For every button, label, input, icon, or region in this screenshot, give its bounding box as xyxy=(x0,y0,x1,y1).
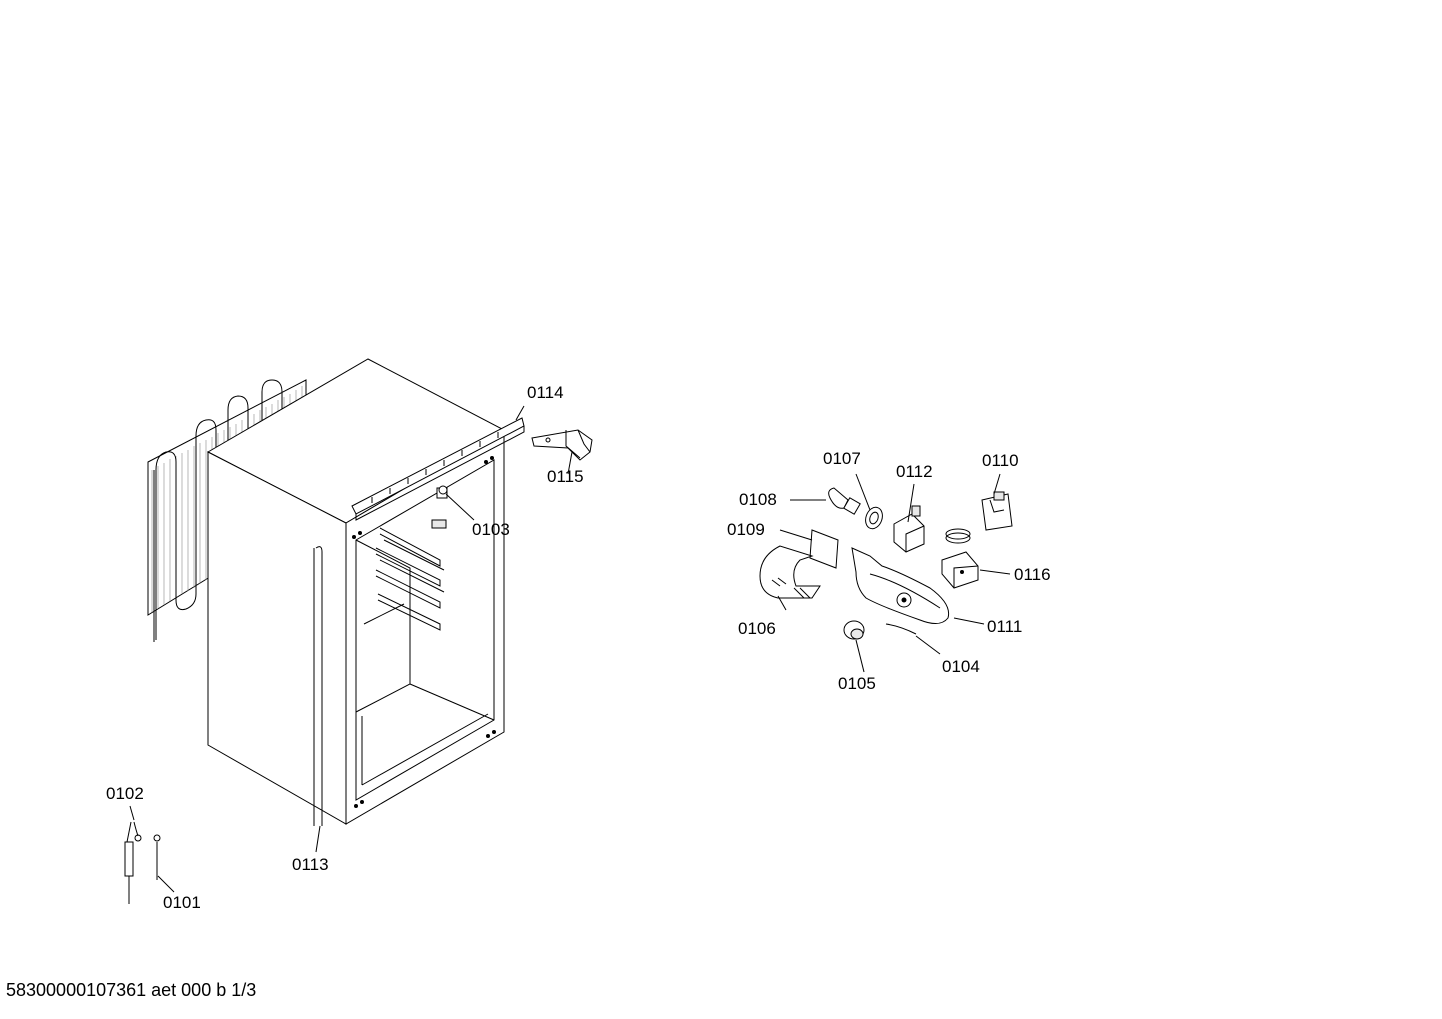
callout-0103: 0103 xyxy=(472,520,510,539)
top-trim-bar xyxy=(351,417,525,521)
callout-0106: 0106 xyxy=(738,619,776,638)
callout-0109: 0109 xyxy=(727,520,765,539)
lamp-thermostat-assembly xyxy=(759,487,1013,640)
callout-0115: 0115 xyxy=(547,467,584,486)
callout-0107: 0107 xyxy=(823,449,861,468)
callout-0114: 0114 xyxy=(527,383,564,402)
callout-0102: 0102 xyxy=(106,784,144,803)
sensor-parts xyxy=(124,821,161,904)
leader-lines xyxy=(129,405,1011,893)
callout-0112: 0112 xyxy=(896,462,933,481)
document-footer-code: 58300000107361 aet 000 b 1/3 xyxy=(6,980,257,1000)
callout-0110: 0110 xyxy=(982,451,1019,470)
cabinet-body xyxy=(206,358,506,826)
callout-0116: 0116 xyxy=(1014,565,1051,584)
hinge-bracket xyxy=(531,429,593,461)
thermostat-sensor-knob xyxy=(431,485,448,529)
callout-0105: 0105 xyxy=(838,674,876,693)
callout-0104: 0104 xyxy=(942,657,980,676)
callout-0111: 0111 xyxy=(987,617,1022,636)
callout-0108: 0108 xyxy=(739,490,777,509)
callout-labels: 0114 0115 0103 0113 0102 0101 0107 0112 … xyxy=(106,383,1051,912)
callout-0113: 0113 xyxy=(292,855,329,874)
callout-0101: 0101 xyxy=(163,893,201,912)
